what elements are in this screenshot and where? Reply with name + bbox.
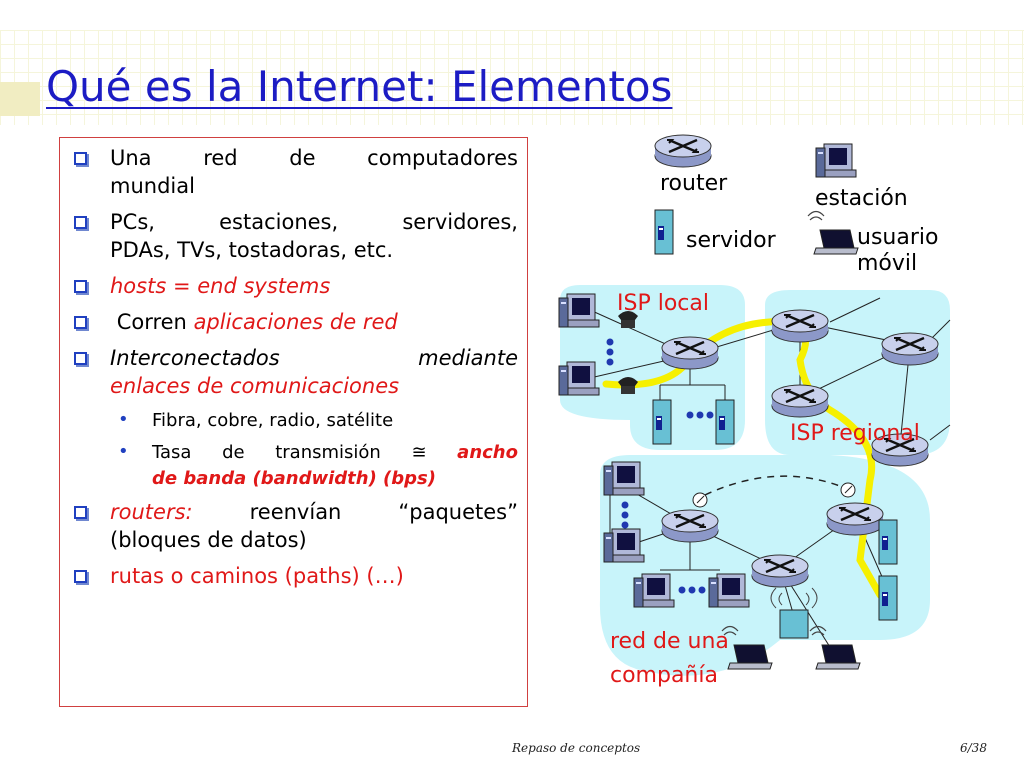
company-pc-2-icon <box>603 528 645 563</box>
bullet-4-text: Corren aplicaciones de red <box>110 308 518 336</box>
bullet-1-line-2: mundial <box>110 174 195 198</box>
header-accent-band <box>0 82 40 116</box>
word: reenvían <box>249 500 342 524</box>
word: Una <box>110 146 152 170</box>
company-pc-1-icon <box>603 461 645 496</box>
bullet-2: PCs, estaciones, servidores, PDAs, TVs, … <box>72 208 518 264</box>
company-pc-3-icon <box>633 573 675 608</box>
legend-router-icon <box>653 133 713 169</box>
page-number: 6/38 <box>960 741 987 755</box>
legend-server-label: servidor <box>686 228 777 253</box>
company-server-1-icon <box>878 519 898 565</box>
sub-bullet-2-line-2: de banda (bandwidth) (bps) <box>152 468 436 489</box>
slide-title: Qué es la Internet: Elementos <box>46 62 673 111</box>
company-network-label-2: compañía <box>610 663 718 688</box>
word: Tasa <box>152 442 192 463</box>
legend-server-icon <box>654 209 674 255</box>
checkbox-bullet-icon <box>74 570 87 583</box>
isp-local-pc-2-icon <box>558 361 600 396</box>
legend-workstation-icon <box>815 143 857 178</box>
footer-title: Repaso de conceptos <box>512 741 641 755</box>
bullet-6-line-2: (bloques de datos) <box>110 528 307 552</box>
isp-local-router-icon <box>660 335 720 371</box>
company-server-2-icon <box>878 575 898 621</box>
checkbox-bullet-icon <box>74 152 87 165</box>
checkbox-bullet-icon <box>74 506 87 519</box>
word: computadores <box>367 146 518 170</box>
word: estaciones, <box>219 210 339 234</box>
checkbox-bullet-icon <box>74 316 87 329</box>
legend-mobile-label-1: usuario <box>857 225 938 250</box>
bullet-4: Corren aplicaciones de red <box>72 308 518 336</box>
isp-regional-label: ISP regional <box>790 421 920 446</box>
word: transmisión <box>275 442 381 463</box>
sub-bullet-2-line-1: Tasa de transmisión ≅ ancho <box>152 440 518 466</box>
bullet-box <box>59 137 528 707</box>
bullet-list: Una red de computadores mundial PCs, est… <box>72 144 518 598</box>
word: routers: <box>110 500 193 524</box>
bullet-7: rutas o caminos (paths) (…) <box>72 562 518 590</box>
bullet-5: Interconectados mediante enlaces de comu… <box>72 344 518 400</box>
word: de <box>289 146 316 170</box>
access-point-icon <box>770 587 818 639</box>
bullet-7-text: rutas o caminos (paths) (…) <box>110 564 404 588</box>
company-pc-4-icon <box>708 573 750 608</box>
bullet-4-highlight: aplicaciones de red <box>193 310 398 334</box>
bullet-3: hosts = end systems <box>72 272 518 300</box>
company-router-2-icon <box>750 553 810 589</box>
wireless-link <box>704 475 851 496</box>
word: Interconectados <box>110 346 280 370</box>
isp-local-server-2-icon <box>715 399 735 445</box>
checkbox-bullet-icon <box>74 352 87 365</box>
bullet-5-line-2: enlaces de comunicaciones <box>110 374 400 398</box>
word: mediante <box>418 346 518 370</box>
bullet-3-text: hosts = end systems <box>110 274 331 298</box>
dot-bullet-icon: • <box>118 409 129 430</box>
company-network-label-1: red de una <box>610 629 729 654</box>
word: ≅ <box>411 442 427 463</box>
telephone-icon-2 <box>618 377 638 394</box>
word: de <box>222 442 245 463</box>
bullet-4-prefix: Corren <box>116 310 187 334</box>
legend-workstation-label: estación <box>815 186 908 211</box>
dot-bullet-icon: • <box>118 441 129 462</box>
word: ancho <box>457 442 518 463</box>
bullet-1-line-1: Una red de computadores <box>110 144 518 172</box>
isp-local-server-1-icon <box>652 399 672 445</box>
word: PCs, <box>110 210 155 234</box>
header-grid-band <box>0 30 1024 125</box>
sub-bullet-1: • Fibra, cobre, radio, satélite <box>72 408 518 434</box>
bullet-1: Una red de computadores mundial <box>72 144 518 200</box>
isp-regional-router-2-icon <box>880 331 940 367</box>
isp-local-region <box>560 285 745 450</box>
word: “paquetes” <box>398 500 518 524</box>
company-router-1-icon <box>660 508 720 544</box>
bullet-2-line-2: PDAs, TVs, tostadoras, etc. <box>110 238 394 262</box>
word: servidores, <box>402 210 518 234</box>
legend-laptop-icon <box>807 210 859 255</box>
sub-bullet-2: • Tasa de transmisión ≅ ancho de banda (… <box>72 440 518 492</box>
word: red <box>203 146 238 170</box>
antenna-icon <box>692 482 856 508</box>
checkbox-bullet-icon <box>74 280 87 293</box>
isp-regional-router-1-icon <box>770 308 830 344</box>
isp-local-label: ISP local <box>617 291 709 316</box>
bullet-5-line-1: Interconectados mediante <box>110 344 518 372</box>
sub-bullet-1-text: Fibra, cobre, radio, satélite <box>152 410 394 431</box>
company-router-3-icon <box>825 501 885 537</box>
isp-local-pc-1-icon <box>558 293 600 328</box>
bullet-6: routers: reenvían “paquetes” (bloques de… <box>72 498 518 554</box>
isp-regional-router-3-icon <box>770 383 830 419</box>
bullet-6-line-1: routers: reenvían “paquetes” <box>110 498 518 526</box>
legend-mobile-label-2: móvil <box>857 251 917 276</box>
checkbox-bullet-icon <box>74 216 87 229</box>
legend-router-label: router <box>660 171 728 196</box>
bullet-2-line-1: PCs, estaciones, servidores, <box>110 208 518 236</box>
ellipsis-dots <box>606 338 714 594</box>
